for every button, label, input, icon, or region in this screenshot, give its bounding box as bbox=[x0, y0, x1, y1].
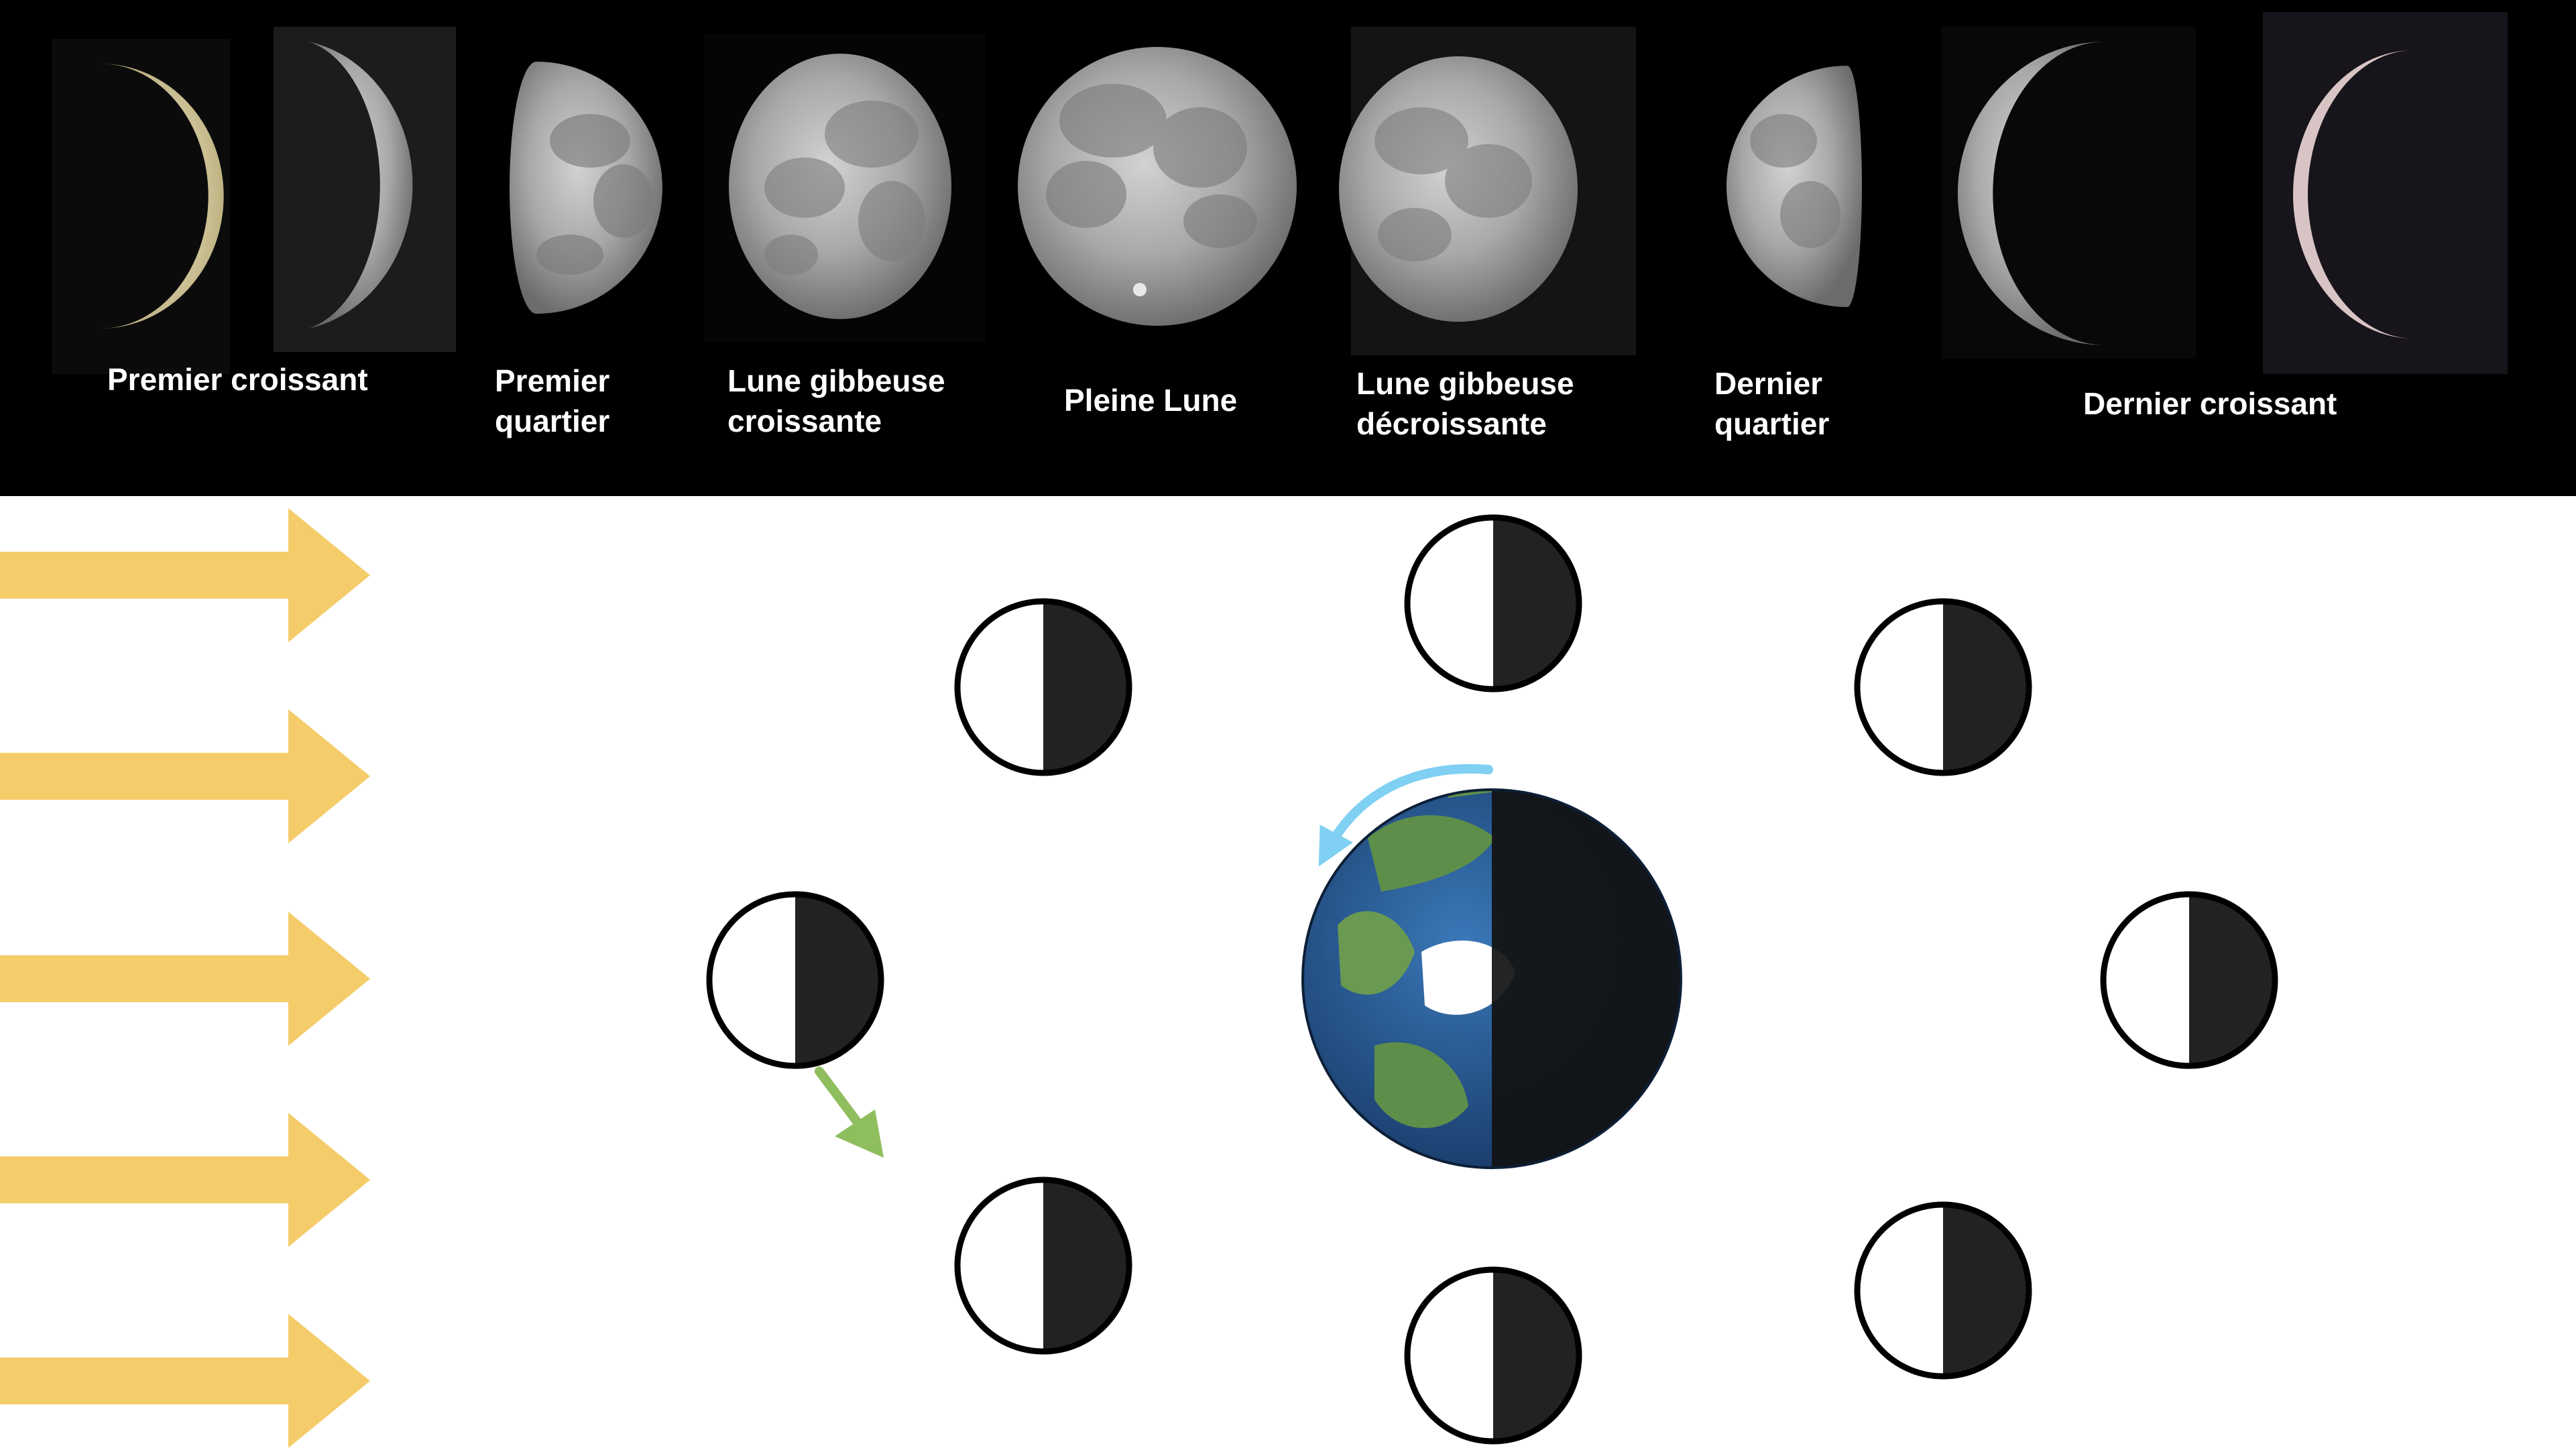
label-waxing-crescent: Premier croissant bbox=[107, 362, 368, 397]
arrow-right-icon bbox=[0, 709, 370, 843]
half-lit-moon-icon bbox=[2100, 891, 2278, 1069]
orbit-moons bbox=[706, 514, 2278, 1445]
half-lit-moon-icon bbox=[1404, 514, 1582, 692]
half-lit-moon-icon bbox=[706, 891, 884, 1069]
moon-photo-waning-gibbous bbox=[1339, 27, 1636, 355]
moon-photo-waning-crescent bbox=[1941, 27, 2196, 359]
label-first-quarter: Premier quartier bbox=[495, 363, 610, 438]
half-lit-moon-icon bbox=[1854, 1201, 2032, 1380]
arrow-right-icon bbox=[0, 912, 370, 1046]
earth-rotation-arrow bbox=[1318, 764, 1493, 867]
moon-photo-waxing-crescent bbox=[274, 27, 456, 352]
arrow-right-icon bbox=[0, 1113, 370, 1247]
moon-photo-waxing-gibbous bbox=[704, 34, 986, 342]
moon-photos bbox=[52, 12, 2508, 374]
label-full-moon: Pleine Lune bbox=[1064, 383, 1238, 418]
moon-photo-waning-crescent-thin bbox=[2263, 12, 2508, 374]
moon-photo-first-quarter bbox=[510, 62, 662, 314]
half-lit-moon-icon bbox=[1854, 598, 2032, 776]
half-lit-moon-icon bbox=[954, 1176, 1132, 1355]
moon-photo-waxing-crescent-thin bbox=[52, 39, 230, 374]
label-waning-crescent: Dernier croissant bbox=[2083, 386, 2337, 421]
sunlight-arrows bbox=[0, 508, 370, 1448]
arrow-right-icon bbox=[0, 1314, 370, 1448]
moon-photo-last-quarter bbox=[1726, 66, 1862, 307]
moon-photo-full-moon bbox=[1018, 47, 1297, 326]
moon-phase-photo-strip: Premier croissant Premier quartier Lune … bbox=[0, 0, 2576, 496]
label-last-quarter: Dernier quartier bbox=[1714, 366, 1830, 441]
orbit-direction-arrow bbox=[815, 1067, 884, 1158]
label-waning-gibbous: Lune gibbeuse décroissante bbox=[1356, 366, 1574, 441]
label-waxing-gibbous: Lune gibbeuse croissante bbox=[727, 363, 945, 438]
half-lit-moon-icon bbox=[954, 598, 1132, 776]
arrow-right-icon bbox=[0, 508, 370, 642]
half-lit-moon-icon bbox=[1404, 1266, 1582, 1445]
